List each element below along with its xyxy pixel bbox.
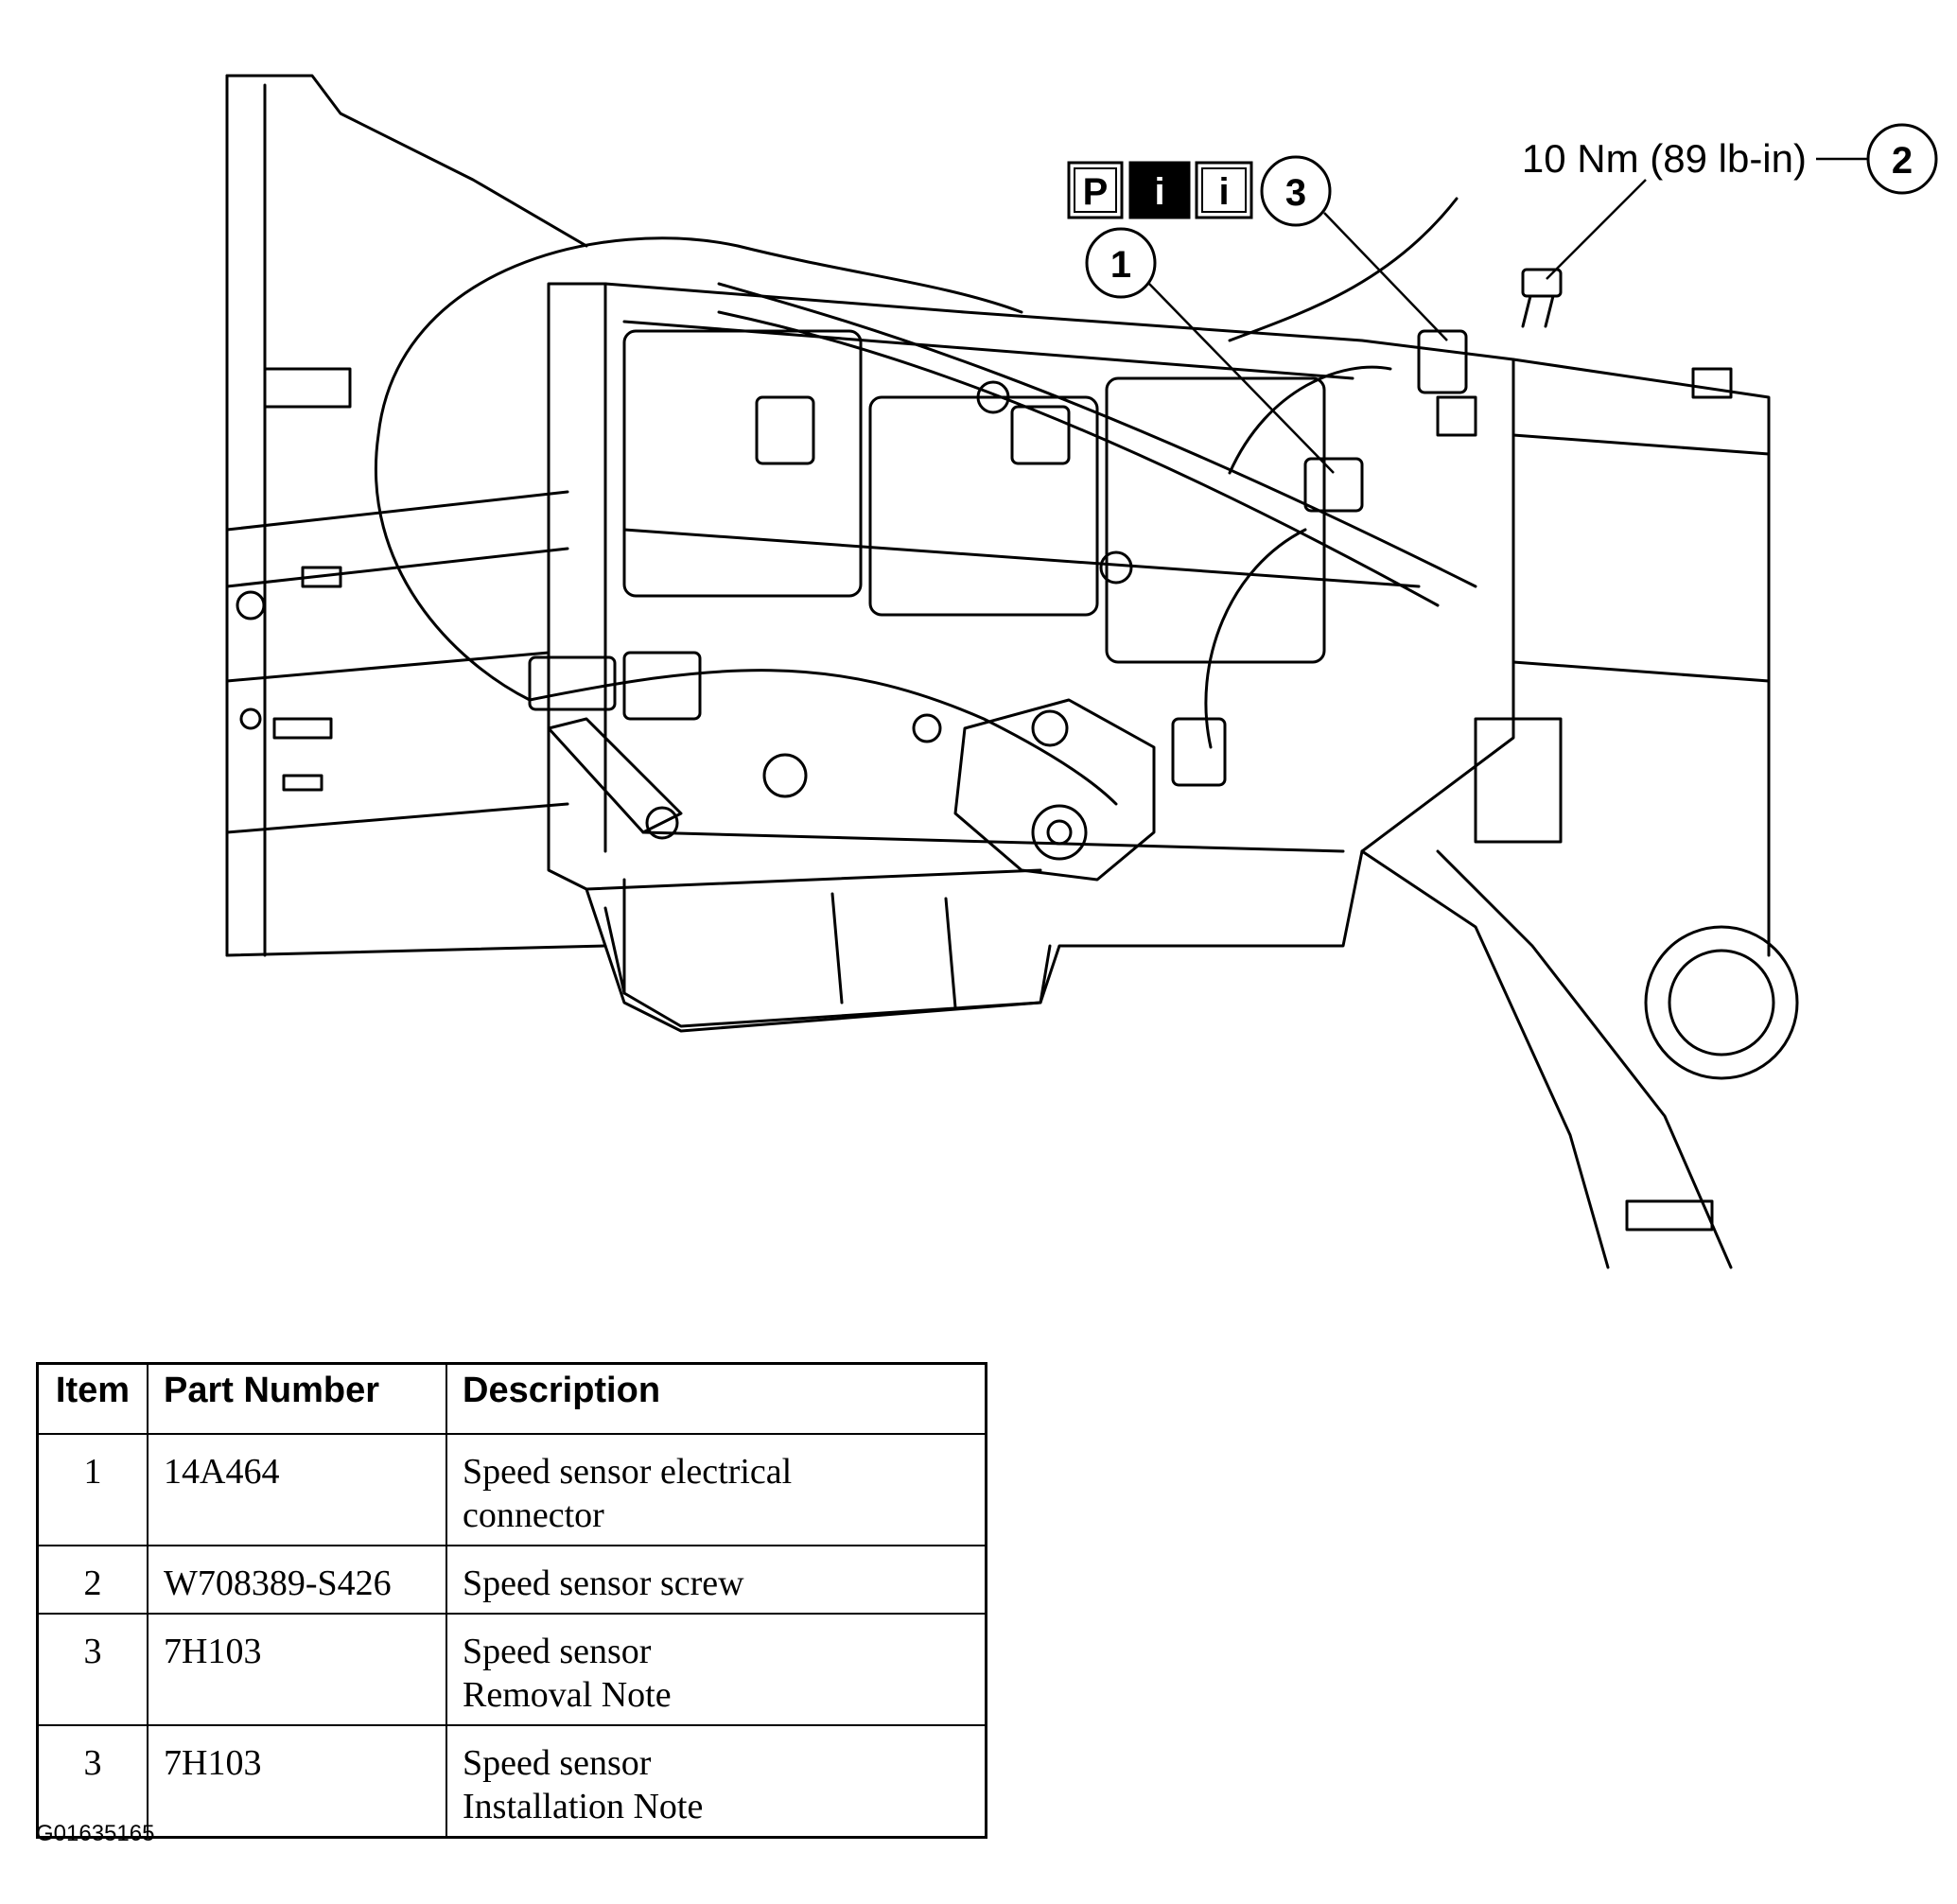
torque-spec: 10 Nm (89 lb-in) [1522, 136, 1807, 181]
wiring-harness [374, 197, 1477, 806]
header-description: Description [446, 1362, 987, 1435]
description-line: Removal Note [463, 1675, 672, 1715]
cell-item: 2 [36, 1545, 149, 1615]
cell-item: 3 [36, 1613, 149, 1726]
note-icons: P i i [1067, 161, 1253, 219]
cell-description: Speed sensor electrical connector [446, 1433, 987, 1546]
leader-line-3 [1323, 212, 1448, 341]
oil-pan [585, 868, 1042, 1009]
header-item: Item [36, 1362, 149, 1435]
callout-2: 2 [1866, 123, 1938, 195]
parts-table: Item Part Number Description 1 14A464 Sp… [36, 1362, 987, 1839]
description-line: Speed sensor [463, 1632, 652, 1671]
description-line: Installation Note [463, 1787, 704, 1826]
cell-part-number: W708389-S426 [147, 1545, 447, 1615]
table-row: 3 7H103 Speed sensor Installation Note [36, 1724, 987, 1839]
table-header-row: Item Part Number Description [36, 1362, 987, 1435]
header-part-number: Part Number [147, 1362, 447, 1435]
transmission-illustration: P i i 1 3 2 10 Nm (89 lb-in) [225, 74, 1938, 1269]
table-row: 1 14A464 Speed sensor electrical connect… [36, 1433, 987, 1546]
manual-lever-assembly [547, 380, 1156, 882]
figure-code: G01635165 [36, 1821, 155, 1846]
transmission-case [547, 282, 1515, 1033]
cell-part-number: 7H103 [147, 1724, 447, 1839]
table-row: 2 W708389-S426 Speed sensor screw [36, 1545, 987, 1615]
cell-description: Speed sensor screw [446, 1545, 987, 1615]
procedure-icon: P [1067, 161, 1124, 219]
svg-text:i: i [1218, 171, 1229, 213]
callout-3: 3 [1260, 155, 1332, 227]
cell-part-number: 14A464 [147, 1433, 447, 1546]
svg-text:2: 2 [1892, 140, 1913, 182]
svg-text:3: 3 [1285, 172, 1306, 214]
leader-line-2-screw [1546, 179, 1647, 280]
table-row: 3 7H103 Speed sensor Removal Note [36, 1613, 987, 1726]
cell-item: 3 [36, 1724, 149, 1839]
rear-extension [1360, 358, 1799, 1269]
speed-sensor-screw [1521, 268, 1563, 328]
cell-description: Speed sensor Removal Note [446, 1613, 987, 1726]
info-icon-outlined: i [1195, 161, 1253, 219]
cell-description: Speed sensor Installation Note [446, 1724, 987, 1839]
description-line: Speed sensor screw [463, 1563, 744, 1603]
info-icon-filled: i [1128, 161, 1191, 219]
leader-line-1 [1148, 283, 1335, 474]
description-line: connector [463, 1495, 604, 1535]
cell-part-number: 7H103 [147, 1613, 447, 1726]
cell-item: 1 [36, 1433, 149, 1546]
description-line: Speed sensor electrical [463, 1452, 793, 1492]
svg-text:i: i [1154, 171, 1164, 213]
description-line: Speed sensor [463, 1743, 652, 1783]
svg-text:1: 1 [1110, 244, 1131, 286]
connectors [528, 329, 1477, 787]
svg-text:P: P [1083, 171, 1109, 213]
callout-1: 1 [1085, 227, 1157, 299]
